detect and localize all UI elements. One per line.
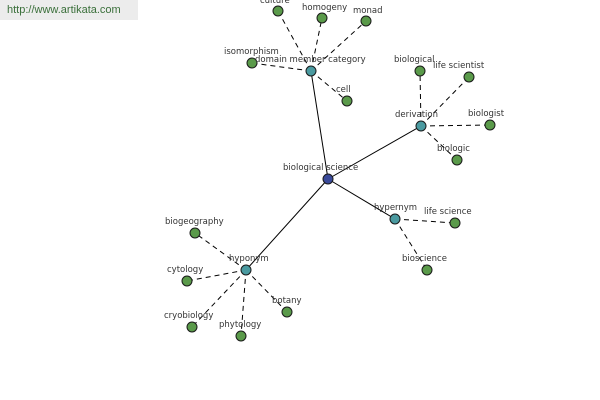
relation-label-hyponym: hyponym bbox=[229, 254, 269, 264]
leaf-node-cytology[interactable] bbox=[181, 275, 193, 287]
relation-label-hypernym: hypernym bbox=[374, 203, 417, 213]
leaf-label-culture: culture bbox=[260, 0, 290, 6]
edge-derivation-biologist bbox=[420, 124, 491, 127]
edge-domain-culture bbox=[277, 10, 312, 72]
edge-domain-isomorphism bbox=[251, 62, 312, 72]
edge-hyponym-botany bbox=[245, 269, 288, 313]
relation-node-hyponym[interactable] bbox=[240, 264, 252, 276]
edge-domain-monad bbox=[310, 20, 367, 72]
leaf-label-monad: monad bbox=[353, 6, 382, 16]
leaf-node-culture[interactable] bbox=[272, 5, 284, 17]
graph-labels: biological science domain member category… bbox=[164, 0, 505, 330]
leaf-label-biogeography: biogeography bbox=[165, 217, 224, 227]
edge-hypernym-life-science bbox=[394, 218, 456, 224]
leaf-node-bioscience[interactable] bbox=[421, 264, 433, 276]
root-node[interactable] bbox=[322, 173, 334, 185]
edge-root-hyponym bbox=[245, 178, 329, 271]
relation-node-hypernym[interactable] bbox=[389, 213, 401, 225]
leaf-label-life-science: life science bbox=[424, 207, 472, 217]
graph-nodes bbox=[181, 5, 496, 342]
edge-hyponym-cryobiology bbox=[191, 269, 247, 328]
leaf-label-bioscience: bioscience bbox=[402, 254, 447, 264]
graph-edges bbox=[186, 10, 491, 337]
leaf-node-isomorphism[interactable] bbox=[246, 57, 258, 69]
relation-label-derivation: derivation bbox=[395, 110, 438, 120]
leaf-label-homogeny: homogeny bbox=[302, 3, 347, 13]
edge-hyponym-cytology bbox=[186, 269, 247, 282]
leaf-node-botany[interactable] bbox=[281, 306, 293, 318]
relation-node-derivation[interactable] bbox=[415, 120, 427, 132]
leaf-label-biological: biological bbox=[394, 55, 435, 65]
leaf-node-biologic[interactable] bbox=[451, 154, 463, 166]
edge-hyponym-phytology bbox=[240, 269, 247, 337]
edge-root-derivation bbox=[327, 125, 422, 180]
root-label: biological science bbox=[283, 163, 358, 173]
edge-derivation-biological bbox=[419, 70, 422, 127]
leaf-label-cytology: cytology bbox=[167, 265, 203, 275]
watermark-bar: http://www.artikata.com bbox=[0, 0, 138, 20]
leaf-label-life-scientist: life scientist bbox=[433, 61, 485, 71]
leaf-node-cell[interactable] bbox=[341, 95, 353, 107]
edge-hyponym-biogeography bbox=[194, 232, 247, 271]
leaf-node-biologist[interactable] bbox=[484, 119, 496, 131]
edge-root-domain bbox=[310, 70, 329, 180]
leaf-label-isomorphism: isomorphism bbox=[224, 47, 279, 57]
leaf-node-life-scientist[interactable] bbox=[463, 71, 475, 83]
leaf-node-monad[interactable] bbox=[360, 15, 372, 27]
leaf-label-cell: cell bbox=[336, 85, 351, 95]
leaf-node-biogeography[interactable] bbox=[189, 227, 201, 239]
leaf-label-biologic: biologic bbox=[437, 144, 470, 154]
edge-hypernym-bioscience bbox=[394, 218, 428, 271]
edge-root-hypernym bbox=[327, 178, 396, 220]
leaf-node-life-science[interactable] bbox=[449, 217, 461, 229]
leaf-node-biological[interactable] bbox=[414, 65, 426, 77]
relation-label-domain: domain member category bbox=[255, 55, 366, 65]
edge-domain-homogeny bbox=[310, 17, 323, 72]
relation-node-domain[interactable] bbox=[305, 65, 317, 77]
leaf-label-biologist: biologist bbox=[468, 109, 505, 119]
edge-derivation-biologic bbox=[420, 125, 458, 161]
leaf-node-cryobiology[interactable] bbox=[186, 321, 198, 333]
edge-domain-cell bbox=[310, 70, 348, 102]
leaf-label-phytology: phytology bbox=[219, 320, 261, 330]
leaf-label-cryobiology: cryobiology bbox=[164, 311, 213, 321]
leaf-label-botany: botany bbox=[272, 296, 302, 306]
leaf-node-homogeny[interactable] bbox=[316, 12, 328, 24]
leaf-node-phytology[interactable] bbox=[235, 330, 247, 342]
watermark-url: http://www.artikata.com bbox=[7, 4, 121, 16]
edge-derivation-life-scientist bbox=[420, 76, 470, 127]
